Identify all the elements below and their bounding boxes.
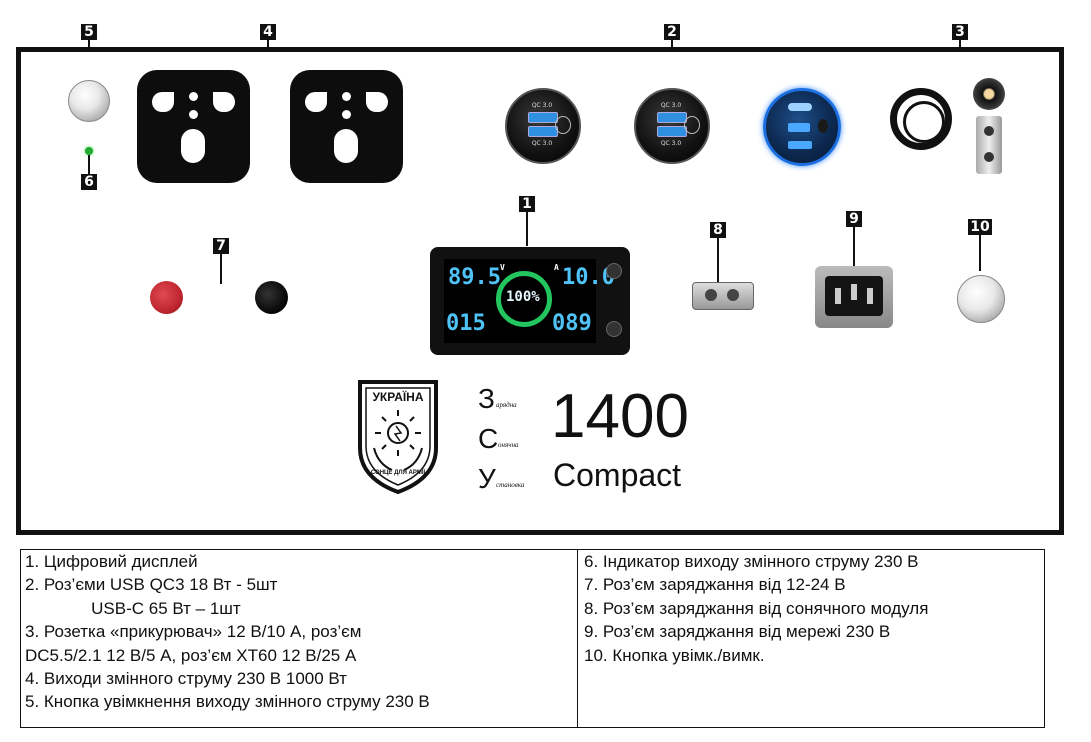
charge-terminal-negative[interactable] [255, 281, 288, 314]
legend-item: USB-C 65 Вт – 1шт [25, 598, 241, 618]
leader-line [220, 254, 222, 284]
model-number: 1400 [551, 382, 689, 451]
ac-socket-1[interactable] [137, 70, 250, 183]
callout-5: 5 [81, 24, 97, 40]
legend-item: 1. Цифровий дисплей [25, 552, 198, 571]
legend-item: 7. Роз’єм заряджання від 12-24 В [584, 575, 846, 595]
brand-letter-2: С [478, 423, 499, 454]
dc-5521-jack[interactable] [973, 78, 1005, 110]
brand-word-1: арядна [496, 401, 517, 409]
legend-item: 5. Кнопка увімкнення виходу змінного стр… [25, 692, 430, 712]
brand-acronym: З арядна С онячна У становка [478, 383, 548, 503]
leader-line [88, 155, 90, 175]
legend-item: 10. Кнопка увімк./вимк. [584, 645, 765, 665]
callout-10: 10 [968, 219, 992, 235]
legend-item: DC5.5/2.1 12 В/5 А, роз’єм XT60 12 В/25 … [25, 645, 357, 665]
leader-line [526, 212, 528, 246]
usb-qc3-port-2[interactable]: QC 3.0 QC 3.0 [634, 88, 710, 164]
digital-display: 89.5 V A 10.0 100% 015 089 [430, 247, 630, 355]
callout-2: 2 [664, 24, 680, 40]
callout-9: 9 [846, 211, 862, 227]
display-battery-ring [496, 271, 552, 327]
ukraine-shield-logo: УКРАЇНА СОНЦЕ ДЛЯ АРМІЇ [352, 378, 444, 496]
power-button[interactable] [957, 275, 1005, 323]
callout-8: 8 [710, 222, 726, 238]
display-bottom-left: 015 [446, 311, 486, 336]
solar-input-connector[interactable] [692, 282, 754, 310]
usb-qc3-port-1[interactable]: QC 3.0 QC 3.0 [505, 88, 581, 164]
brand-letter-1: З [478, 383, 495, 414]
callout-1: 1 [519, 196, 535, 212]
callout-4: 4 [260, 24, 276, 40]
usb-c-port[interactable] [763, 88, 841, 166]
display-screen: 89.5 V A 10.0 100% 015 089 [444, 259, 615, 343]
leader-line [853, 227, 855, 267]
callout-6: 6 [81, 174, 97, 190]
display-button-top[interactable] [606, 263, 622, 279]
leader-line [717, 238, 719, 282]
display-percent: 100% [506, 289, 540, 305]
brand-word-2: онячна [498, 441, 519, 449]
legend-item: 2. Роз’єми USB QC3 18 Вт - 5шт [25, 575, 278, 595]
mains-input-connector[interactable] [815, 266, 893, 328]
display-bottom-right: 089 [552, 311, 592, 336]
ac-socket-2[interactable] [290, 70, 403, 183]
legend-right-column: 6. Індикатор виходу змінного струму 230 … [584, 550, 1040, 727]
legend-table: 1. Цифровий дисплей 2. Роз’єми USB QC3 1… [20, 549, 1045, 728]
display-current-unit: A [554, 263, 559, 272]
brand-letter-3: У [478, 463, 496, 494]
display-voltage-unit: V [500, 263, 505, 272]
legend-item: 6. Індикатор виходу змінного струму 230 … [584, 552, 919, 571]
legend-item: 8. Роз’єм заряджання від сонячного модул… [584, 598, 929, 618]
display-button-bottom[interactable] [606, 321, 622, 337]
car-socket-12v[interactable] [890, 88, 952, 150]
usb-qc-label: QC 3.0 [660, 102, 682, 109]
usb-qc-label: QC 3.0 [531, 140, 553, 147]
legend-item: 3. Розетка «прикурювач» 12 В/10 А, роз’є… [25, 622, 362, 642]
legend-divider [577, 550, 578, 727]
leader-line [979, 235, 981, 271]
legend-left-column: 1. Цифровий дисплей 2. Роз’єми USB QC3 1… [25, 550, 575, 727]
brand-word-3: становка [496, 481, 525, 489]
usb-qc-label: QC 3.0 [531, 102, 553, 109]
charge-terminal-positive[interactable] [150, 281, 183, 314]
display-voltage: 89.5 [448, 265, 501, 290]
legend-item: 4. Виходи змінного струму 230 В 1000 Вт [25, 669, 347, 689]
usb-qc-label: QC 3.0 [660, 140, 682, 147]
callout-3: 3 [952, 24, 968, 40]
callout-7: 7 [213, 238, 229, 254]
xt60-connector[interactable] [976, 116, 1002, 174]
logo-country: УКРАЇНА [372, 390, 424, 404]
ac-indicator-led [85, 147, 93, 155]
model-variant: Compact [553, 457, 682, 493]
legend-item: 9. Роз’єм заряджання від мережі 230 В [584, 622, 891, 642]
ac-output-button[interactable] [68, 80, 110, 122]
logo-motto: СОНЦЕ ДЛЯ АРМІЇ [370, 470, 426, 476]
